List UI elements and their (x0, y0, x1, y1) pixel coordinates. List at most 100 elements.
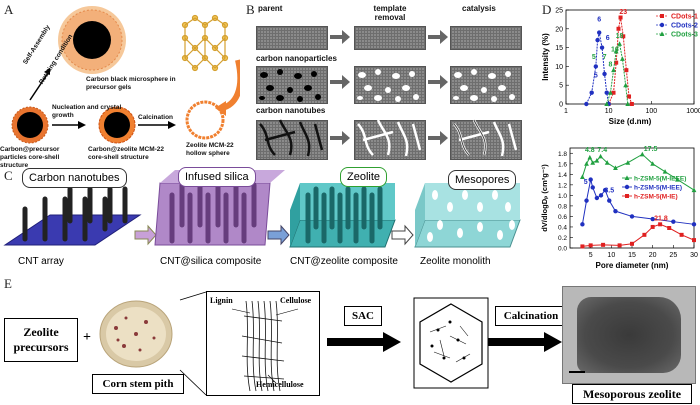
data-point-h-ZSM-5(M-IEEE) (584, 161, 589, 166)
x-tick-label: 1000 (686, 108, 700, 115)
data-point-h-ZSM-5(M-IEEE) (604, 160, 610, 165)
sac-text: SAC (351, 310, 374, 322)
y-tick-label: 1.4 (558, 172, 567, 179)
peak-annotation: 17.5 (644, 146, 658, 153)
panel-b-overlay (259, 30, 518, 157)
panel-d-label: D (542, 2, 552, 17)
calcination-e-text: Calcination (503, 310, 559, 322)
data-point-CDots-1 (616, 26, 621, 31)
y-tick-label: 0.8 (558, 203, 567, 210)
row2-label: carbon nanotubes (256, 106, 326, 115)
data-point-h-ZSM-5(M-IE) (679, 232, 684, 237)
data-point-h-ZSM-5(M-IEE) (584, 198, 589, 203)
zoom-lines (179, 291, 207, 396)
peak-annotation: 5 (594, 73, 598, 80)
data-point-h-ZSM-5(M-IE) (588, 243, 593, 248)
peak-annotation: 5 (592, 54, 596, 61)
y-axis-label: dV/dlogDₚ (cm³g⁻¹) (540, 164, 549, 232)
data-point-h-ZSM-5(M-IE) (630, 241, 634, 246)
col-template-label: template removal (373, 4, 407, 22)
data-point-h-ZSM-5(M-IEEE) (662, 169, 668, 174)
data-point-CDots-2 (604, 90, 609, 95)
data-point-CDots-1 (624, 68, 629, 73)
data-point-CDots-1 (621, 34, 626, 39)
legend-label-h-ZSM-5(M-IEEE): h-ZSM-5(M-IEEE) (634, 176, 686, 183)
x-tick-label: 5 (589, 252, 593, 259)
data-point-h-ZSM-5(M-IEEE) (580, 174, 585, 179)
data-point-h-ZSM-5(M-IEEE) (650, 161, 656, 166)
catalysis-grid-row0 (450, 26, 522, 50)
peak-annotation: 5 (584, 179, 588, 186)
data-point-CDots-2 (584, 101, 589, 107)
data-point-h-ZSM-5(M-IEE) (607, 198, 612, 203)
y-tick-label: 0.2 (558, 235, 567, 242)
data-point-h-ZSM-5(M-IEE) (580, 222, 585, 227)
sac-arrow (327, 332, 401, 352)
parent-grid-row0 (256, 26, 328, 50)
data-point-h-ZSM-5(M-IEE) (671, 219, 676, 224)
data-point-h-ZSM-5(M-IE) (642, 232, 647, 237)
y-tick-label: 0.6 (558, 214, 567, 221)
corn-pith-image (99, 300, 173, 368)
x-tick-label: 15 (628, 252, 636, 259)
panel-c-diagram (3, 170, 521, 248)
plus-sign: + (83, 330, 91, 345)
template-grid-row0 (354, 26, 426, 50)
col-parent-label: parent (258, 4, 283, 13)
data-point-h-ZSM-5(M-IEEE) (639, 151, 645, 157)
callout-mesopores: Mesopores (448, 170, 517, 190)
legend-marker-h-ZSM-5(M-IEEE) (624, 175, 630, 180)
data-point-CDots-1 (614, 60, 619, 65)
panel-c-label: C (4, 168, 13, 183)
data-point-h-ZSM-5(M-IE) (601, 242, 606, 247)
zeolite-framework-icon (181, 14, 229, 72)
data-point-CDots-3 (625, 101, 631, 106)
panel-b-label: B (246, 2, 255, 17)
sac-box: SAC (344, 306, 382, 326)
data-point-h-ZSM-5(M-IE) (650, 224, 655, 229)
peak-annotation: 18 (616, 33, 624, 40)
x-tick-label: 1 (564, 108, 568, 115)
data-point-CDots-1 (627, 94, 632, 99)
data-point-CDots-2 (597, 30, 602, 35)
x-axis-label: Pore diameter (nm) (596, 261, 669, 270)
data-point-h-ZSM-5(M-IEE) (691, 222, 697, 227)
data-point-h-ZSM-5(M-IEEE) (587, 154, 593, 160)
core-shell-1-label: Carbon@precursor particles core-shell st… (0, 146, 60, 169)
y-tick-label: 0.4 (558, 224, 567, 231)
core-shell-2-label: Carbon@zeolite MCM-22 core-shell structu… (88, 146, 165, 161)
data-point-CDots-3 (611, 67, 616, 73)
x-tick-label: 30 (690, 252, 698, 259)
y-tick-label: 0 (559, 102, 563, 109)
zeolite-crystal-particle (577, 297, 681, 373)
data-point-CDots-1 (618, 15, 623, 20)
legend-marker-h-ZSM-5(M-IE) (625, 194, 629, 198)
data-point-h-ZSM-5(M-IE) (667, 226, 672, 230)
data-point-CDots-3 (608, 90, 613, 95)
row1-label: carbon nanoparticles (256, 54, 337, 63)
callout-carbon-nanotubes: Carbon nanotubes (22, 168, 127, 188)
data-point-h-ZSM-5(M-IEEE) (625, 160, 631, 165)
data-point-CDots-3 (617, 41, 622, 46)
nucleation-label: Nucleation and crystal growth (52, 104, 122, 119)
data-point-h-ZSM-5(M-IEE) (650, 216, 655, 222)
caption-cnt-silica: CNT@silica composite (160, 256, 262, 267)
legend-label-h-ZSM-5(M-IEE): h-ZSM-5(M-IEE) (634, 185, 682, 192)
data-point-CDots-3 (620, 56, 625, 61)
data-point-h-ZSM-5(M-IEE) (613, 208, 618, 214)
data-point-h-ZSM-5(M-IEE) (590, 185, 595, 190)
y-tick-label: 1.0 (558, 193, 567, 200)
mesoporous-zeolite-text: Mesoporous zeolite (582, 387, 682, 401)
fiber-diagram-box (206, 291, 320, 396)
y-tick-label: 20 (555, 26, 563, 33)
panel-a-diagram (11, 6, 240, 144)
data-point-CDots-2 (595, 37, 600, 43)
peak-annotation: 8 (608, 61, 612, 68)
tem-image (562, 286, 696, 384)
carbon-black-microsphere (73, 21, 111, 59)
callout-infused-silica: Infused silica (178, 167, 256, 187)
caption-zeolite-monolith: Zeolite monolith (420, 256, 491, 267)
panel-a-label: A (4, 2, 14, 17)
data-point-h-ZSM-5(M-IEEE) (590, 160, 596, 165)
